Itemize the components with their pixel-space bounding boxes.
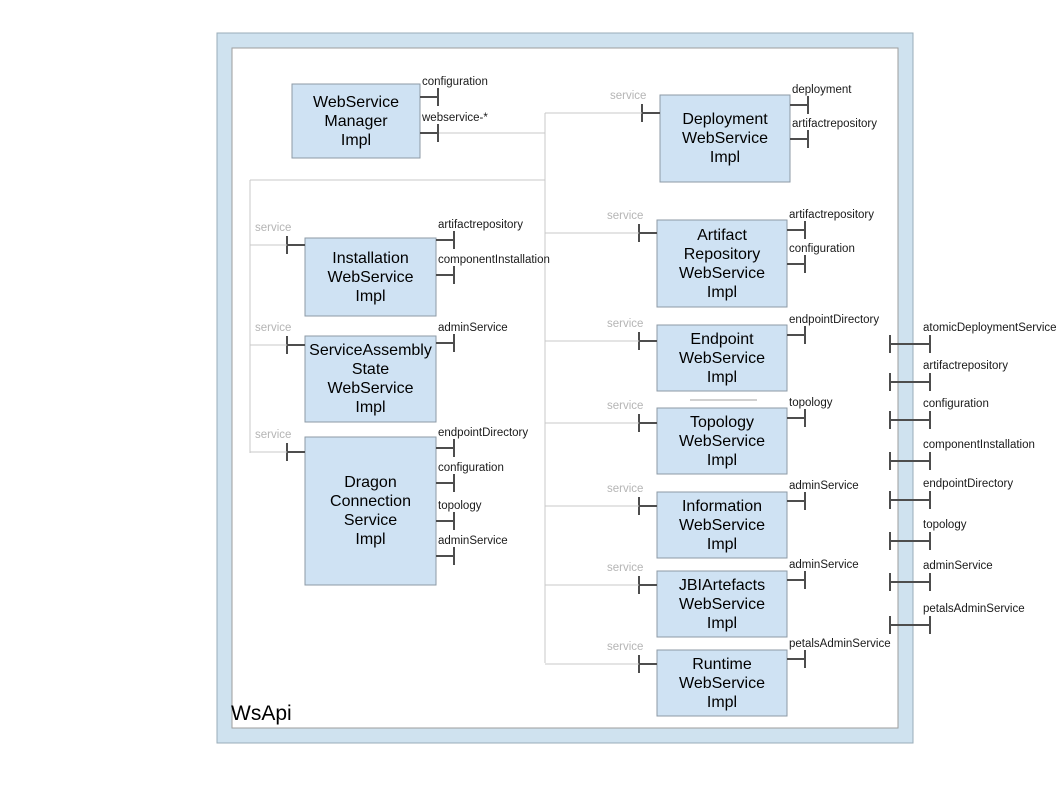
component-box[interactable] [656, 570, 788, 638]
component-box[interactable] [304, 237, 437, 317]
provided-port-label: service [607, 210, 644, 222]
component-box[interactable] [656, 407, 788, 475]
required-port-label: topology [789, 397, 833, 409]
provided-port-label: service [607, 318, 644, 330]
frame-port-label: topology [923, 519, 967, 531]
component-box[interactable] [291, 83, 421, 159]
required-port-label: webservice-* [422, 112, 488, 124]
required-port-label: adminService [789, 480, 859, 492]
component-box[interactable] [656, 324, 788, 392]
provided-port-label: service [255, 429, 292, 441]
frame-title: WsApi [231, 702, 292, 725]
provided-port-label: service [607, 641, 644, 653]
provided-port-label: service [607, 562, 644, 574]
required-port-label: componentInstallation [438, 254, 550, 266]
component-box[interactable] [656, 649, 788, 717]
provided-port-label: service [255, 322, 292, 334]
required-port-label: topology [438, 500, 482, 512]
provided-port-label: service [607, 400, 644, 412]
component-box[interactable] [656, 491, 788, 559]
required-port-label: adminService [789, 559, 859, 571]
required-port-label: artifactrepository [789, 209, 875, 221]
component-box[interactable] [304, 436, 437, 586]
required-port-label: endpointDirectory [789, 314, 880, 326]
required-port-label: deployment [792, 84, 852, 96]
required-port-label: configuration [789, 243, 855, 255]
required-port-label: adminService [438, 322, 508, 334]
component-box[interactable] [659, 94, 791, 183]
component-box[interactable] [656, 219, 788, 308]
required-port-label: adminService [438, 535, 508, 547]
frame-port-label: adminService [923, 560, 993, 572]
frame-port-label: endpointDirectory [923, 478, 1014, 490]
required-port-label: configuration [438, 462, 504, 474]
frame-port-label: petalsAdminService [923, 603, 1025, 615]
provided-port-label: service [607, 483, 644, 495]
provided-port-label: service [610, 90, 647, 102]
frame-port-label: configuration [923, 398, 989, 410]
frame-port-label: componentInstallation [923, 439, 1035, 451]
required-port-label: configuration [422, 76, 488, 88]
required-port-label: petalsAdminService [789, 638, 891, 650]
component-box[interactable] [304, 335, 437, 423]
required-port-label: endpointDirectory [438, 427, 529, 439]
required-port-label: artifactrepository [792, 118, 878, 130]
required-port-label: artifactrepository [438, 219, 524, 231]
frame-port-label: artifactrepository [923, 360, 1009, 372]
frame-port-label: atomicDeploymentService [923, 322, 1057, 334]
provided-port-label: service [255, 222, 292, 234]
